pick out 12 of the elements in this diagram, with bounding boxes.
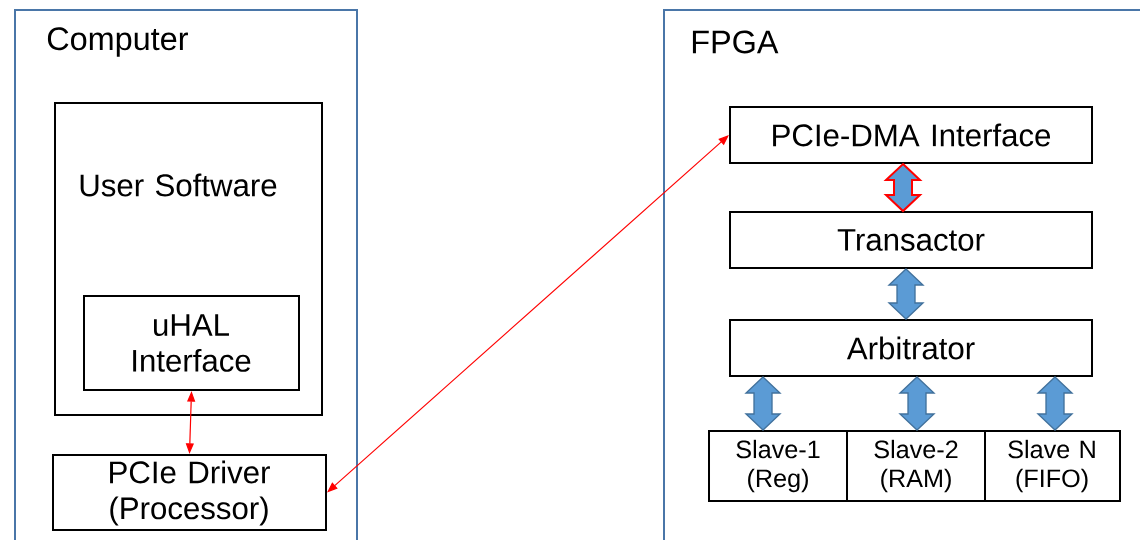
process-box: Slave N (FIFO) [984, 430, 1121, 502]
block-arrow [898, 376, 936, 431]
process-box: Transactor [729, 211, 1093, 269]
process-box: uHAL Interface [83, 295, 300, 391]
block-arrow [744, 376, 782, 431]
process-box: Slave-2 (RAM) [846, 430, 986, 502]
process-box: Arbitrator [729, 319, 1093, 377]
process-box: PCIe-DMA Interface [729, 106, 1093, 164]
process-box: Slave-1 (Reg) [708, 430, 848, 502]
block-arrow [1036, 376, 1074, 431]
process-box: PCIe Driver (Processor) [52, 454, 327, 531]
block-arrow [887, 268, 925, 320]
